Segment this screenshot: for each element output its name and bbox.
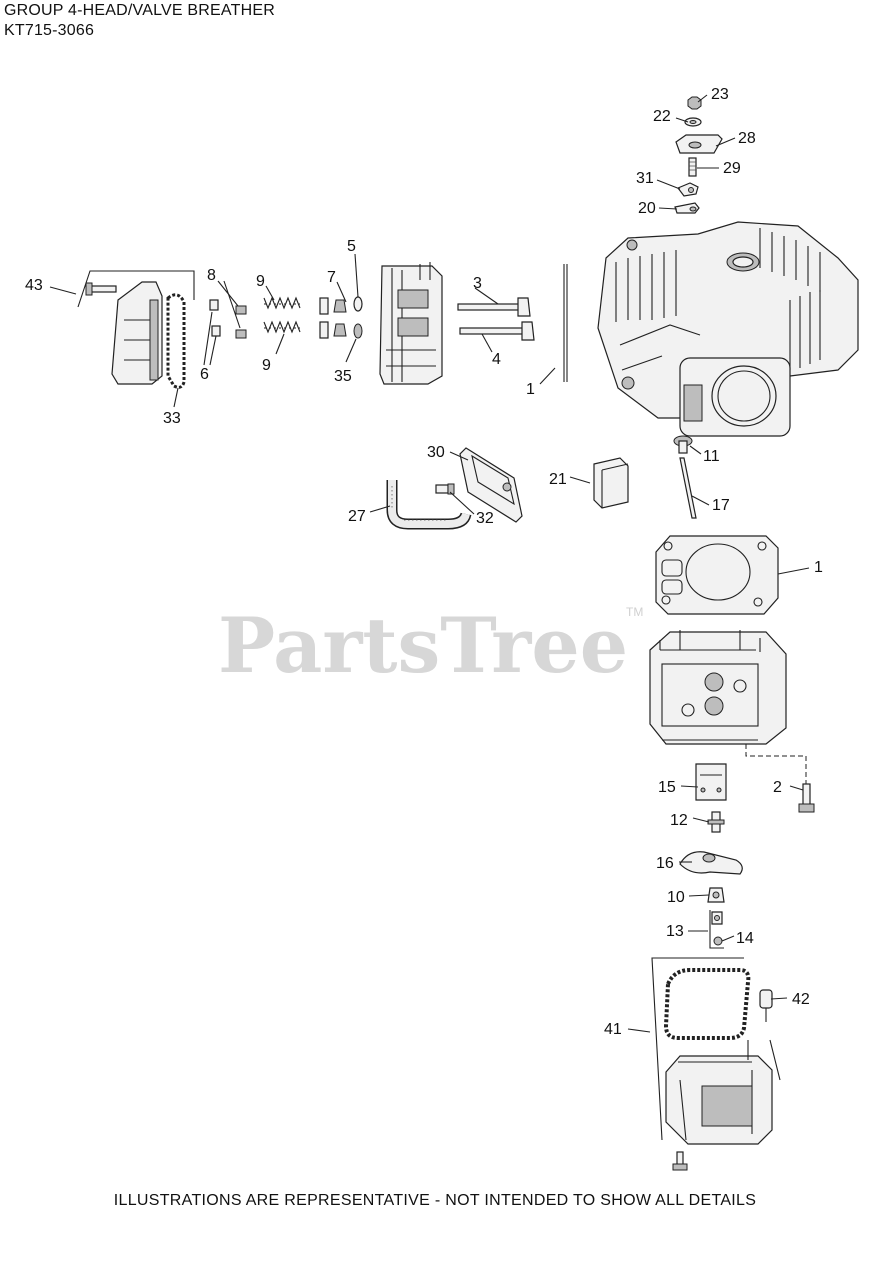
part-20-bracket[interactable] xyxy=(674,202,700,214)
part-33-gasket[interactable] xyxy=(166,293,186,389)
callout-23: 23 xyxy=(711,86,729,103)
part-1-head-gasket-edge[interactable] xyxy=(563,264,568,382)
callout-21: 21 xyxy=(549,471,567,488)
part-23-nut[interactable] xyxy=(687,96,702,110)
part-1-head-gasket[interactable] xyxy=(655,535,779,615)
callout-32: 32 xyxy=(476,510,494,527)
callout-29: 29 xyxy=(723,160,741,177)
callout-20: 20 xyxy=(638,200,656,217)
bolt-2-reference-line xyxy=(745,744,807,790)
part-12-rocker-stud[interactable] xyxy=(707,811,725,833)
valve-cover-screw[interactable] xyxy=(672,1151,688,1171)
part-15-guide-plate[interactable] xyxy=(695,763,727,801)
callout-15: 15 xyxy=(658,779,676,796)
part-17-push-rod[interactable] xyxy=(679,457,697,519)
callout-30: 30 xyxy=(427,444,445,461)
part-4-exhaust-valve[interactable] xyxy=(459,321,535,341)
part-43-screw[interactable] xyxy=(85,282,117,296)
part-5-washer[interactable] xyxy=(353,296,363,312)
part-7-valve-seals[interactable] xyxy=(319,297,347,339)
part-22-washer[interactable] xyxy=(684,117,702,127)
watermark-trademark: TM xyxy=(626,605,643,619)
part-9-springs[interactable] xyxy=(263,296,301,334)
callout-4: 4 xyxy=(492,351,501,368)
callout-17: 17 xyxy=(712,497,730,514)
callout-1-gasket: 1 xyxy=(814,559,823,576)
callout-43: 43 xyxy=(25,277,43,294)
part-28-plate[interactable] xyxy=(675,134,723,154)
part-3-intake-valve[interactable] xyxy=(457,297,531,317)
part-13-bracket-line xyxy=(709,910,724,949)
callout-35: 35 xyxy=(334,368,352,385)
callout-42: 42 xyxy=(792,991,810,1008)
callout-5: 5 xyxy=(347,238,356,255)
disclaimer-footer: ILLUSTRATIONS ARE REPRESENTATIVE - NOT I… xyxy=(113,1192,757,1209)
part-32-screw[interactable] xyxy=(435,483,455,495)
part-14-nut[interactable] xyxy=(713,936,723,946)
part-16-rocker-arm[interactable] xyxy=(679,851,743,875)
callout-41: 41 xyxy=(604,1021,622,1038)
callout-3: 3 xyxy=(473,275,482,292)
callout-2: 2 xyxy=(773,779,782,796)
callout-22: 22 xyxy=(653,108,671,125)
callout-27: 27 xyxy=(348,508,366,525)
cylinder-block xyxy=(597,221,859,437)
part-10-rocker-pivot[interactable] xyxy=(707,887,725,903)
callout-12: 12 xyxy=(670,812,688,829)
part-41-bracket-line xyxy=(651,957,744,1141)
part-43-bracket-line xyxy=(77,270,195,308)
watermark-text: PartsTree xyxy=(218,601,628,690)
callout-6: 6 xyxy=(200,366,209,383)
callout-28: 28 xyxy=(738,130,756,147)
part-13-adjuster[interactable] xyxy=(711,911,723,925)
callout-9-top: 9 xyxy=(256,273,265,290)
part-30-breather-plate[interactable] xyxy=(459,447,523,523)
callout-31: 31 xyxy=(636,170,654,187)
part-11-lifter[interactable] xyxy=(673,435,693,454)
cylinder-head-face xyxy=(649,630,787,745)
callout-7: 7 xyxy=(327,269,336,286)
callout-9-bottom: 9 xyxy=(262,357,271,374)
callout-1-top: 1 xyxy=(526,381,535,398)
callout-14: 14 xyxy=(736,930,754,947)
part-2-head-bolt[interactable] xyxy=(798,783,815,813)
callout-33: 33 xyxy=(163,410,181,427)
callout-16: 16 xyxy=(656,855,674,872)
model-code: KT715-3066 xyxy=(4,22,95,39)
valve-cover-gasket[interactable] xyxy=(663,968,751,1040)
callout-10: 10 xyxy=(667,889,685,906)
leader-lines xyxy=(49,94,810,1033)
callout-13: 13 xyxy=(666,923,684,940)
diagram-title: GROUP 4-HEAD/VALVE BREATHER xyxy=(4,2,275,19)
part-21-filter[interactable] xyxy=(593,457,629,509)
part-43-breather-cover[interactable] xyxy=(111,281,163,385)
part-31-bracket[interactable] xyxy=(677,182,699,197)
part-27-breather-hose[interactable] xyxy=(386,480,472,530)
part-8-caps[interactable] xyxy=(235,305,247,339)
part-35-washer[interactable] xyxy=(353,323,363,339)
cylinder-head-side xyxy=(379,262,443,385)
part-42-fitting[interactable] xyxy=(759,989,773,1022)
callout-8: 8 xyxy=(207,267,216,284)
callout-11: 11 xyxy=(703,448,720,465)
part-41-valve-cover[interactable] xyxy=(665,1039,781,1145)
part-29-stud[interactable] xyxy=(688,157,697,177)
callout-labels: 23 22 28 29 31 20 43 8 9 7 5 3 6 9 35 4 … xyxy=(25,86,823,1038)
